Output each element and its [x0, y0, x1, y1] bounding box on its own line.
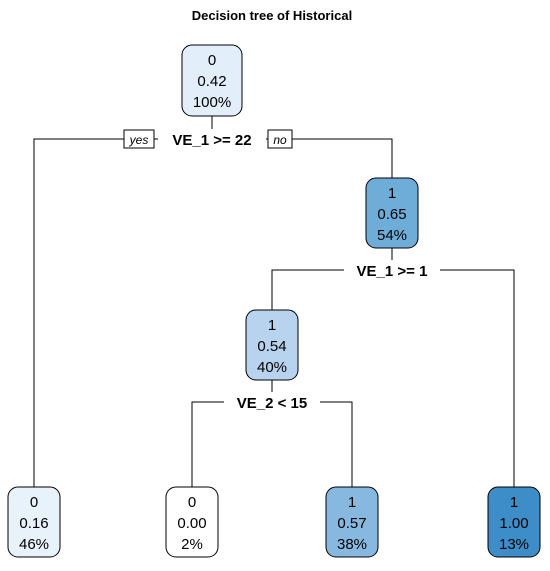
node-class: 1 [510, 494, 518, 511]
node-box-leaf2 [7, 486, 61, 558]
branch-label-no: no [267, 129, 293, 149]
edge-n3-right [392, 269, 515, 487]
tree-node-leaf2: 0 0.16 46% [7, 486, 61, 558]
node-class: 1 [348, 494, 356, 511]
tree-node-leaf13: 1 0.57 38% [325, 486, 379, 558]
edge-n6-left [191, 401, 272, 487]
node-probability: 0.54 [257, 338, 286, 355]
node-class: 0 [188, 494, 196, 511]
node-percentage: 38% [337, 536, 367, 553]
tree-node-leaf7: 1 1.00 13% [487, 486, 541, 558]
node-box-leaf13 [325, 486, 379, 558]
branch-label-no-text: no [273, 133, 287, 147]
edge-root-yes [33, 116, 213, 487]
tree-node-root: 0 0.42 100% [181, 44, 243, 117]
node-class: 1 [268, 317, 276, 334]
tree-node-n6: 1 0.54 40% [245, 309, 299, 381]
node-probability: 0.65 [377, 206, 406, 223]
branch-label-yes: yes [123, 129, 155, 149]
node-percentage: 54% [377, 227, 407, 244]
tree-node-n3: 1 0.65 54% [365, 177, 419, 249]
node-class: 1 [388, 185, 396, 202]
node-box-n3 [365, 177, 419, 249]
node-percentage: 46% [19, 536, 49, 553]
node-box-leaf7 [487, 486, 541, 558]
split-label-root-text: VE_1 >= 22 [172, 132, 251, 149]
node-probability: 0.42 [197, 73, 226, 90]
node-class: 0 [30, 494, 38, 511]
node-percentage: 40% [257, 359, 287, 376]
node-probability: 1.00 [499, 515, 528, 532]
node-box-leaf12 [165, 486, 219, 558]
node-probability: 0.16 [19, 515, 48, 532]
edge-n6-right [272, 401, 353, 487]
node-percentage: 13% [499, 536, 529, 553]
node-probability: 0.00 [177, 515, 206, 532]
node-percentage: 100% [193, 94, 231, 111]
split-label-n3: VE_1 >= 1 [344, 260, 440, 280]
node-class: 0 [208, 52, 216, 69]
node-percentage: 2% [181, 536, 203, 553]
split-label-n6-text: VE_2 < 15 [237, 395, 307, 412]
split-label-root: VE_1 >= 22 [158, 129, 266, 149]
split-label-n6: VE_2 < 15 [224, 392, 320, 412]
branch-label-yes-text: yes [129, 133, 149, 147]
node-box-root [181, 44, 243, 117]
node-box-n6 [245, 309, 299, 381]
tree-node-leaf12: 0 0.00 2% [165, 486, 219, 558]
diagram-title: Decision tree of Historical [192, 8, 352, 23]
split-label-n3-text: VE_1 >= 1 [357, 263, 428, 280]
node-probability: 0.57 [337, 515, 366, 532]
